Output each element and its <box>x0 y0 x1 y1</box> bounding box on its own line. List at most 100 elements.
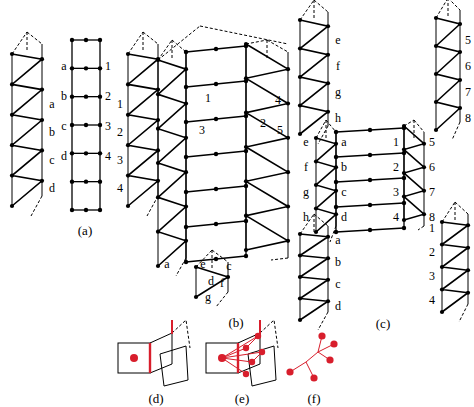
lattice-site <box>10 143 14 147</box>
lattice-site <box>98 208 102 212</box>
lattice-edge <box>424 132 425 226</box>
slanted-plaquette <box>248 346 276 386</box>
lattice-site <box>326 110 330 114</box>
dashed-edge <box>158 26 200 60</box>
lattice-edge <box>328 12 329 126</box>
lattice-site <box>126 143 130 147</box>
lattice-site <box>10 174 14 178</box>
slanted-plaquette <box>160 346 188 386</box>
site-label: 4 <box>393 211 399 223</box>
dashed-edge <box>436 0 448 18</box>
dashed-edge <box>300 0 314 20</box>
lattice-site <box>40 88 44 92</box>
lattice-site <box>214 82 218 86</box>
lattice-edge <box>328 226 329 312</box>
lattice-site <box>286 204 290 208</box>
lattice-site <box>298 296 302 300</box>
lattice-site <box>298 103 302 107</box>
lattice-site <box>422 189 426 193</box>
lattice-site <box>310 374 317 381</box>
panel-caption: (b) <box>228 316 243 329</box>
lattice-site <box>156 264 160 268</box>
lattice-site <box>84 123 88 127</box>
lattice-site <box>184 85 188 89</box>
lattice-edge <box>186 221 246 227</box>
lattice-site <box>156 127 160 131</box>
lattice-site <box>98 38 102 42</box>
site-label: 1 <box>205 92 211 104</box>
site-label: d <box>341 211 347 223</box>
lattice-site <box>318 332 325 339</box>
site-label: 6 <box>465 60 471 72</box>
lattice-site <box>434 72 438 76</box>
lattice-site <box>70 94 74 98</box>
lattice-site <box>298 275 302 279</box>
site-label: 1 <box>429 222 435 234</box>
lattice-site <box>70 66 74 70</box>
site-label: d <box>208 275 214 287</box>
lattice-site <box>98 123 102 127</box>
site-label: 3 <box>105 120 111 132</box>
zigzag-chain <box>246 44 288 250</box>
lattice-site <box>184 155 188 159</box>
lattice-site <box>326 81 330 85</box>
panel-caption: (a) <box>78 224 92 237</box>
lattice-edge <box>468 214 469 304</box>
lattice-site <box>244 111 248 115</box>
lattice-site <box>326 235 330 239</box>
lattice-site <box>458 50 462 54</box>
lattice-site <box>334 180 338 184</box>
lattice-edge <box>222 358 246 374</box>
lattice-site <box>226 275 230 279</box>
lattice-site <box>434 44 438 48</box>
lattice-site <box>440 287 444 291</box>
lattice-site <box>458 78 462 82</box>
slanted-plaquette <box>150 333 172 373</box>
lattice-site <box>466 246 470 250</box>
dashed-edge <box>314 214 328 226</box>
dashed-edge <box>267 40 268 58</box>
site-label: 4 <box>429 294 435 306</box>
lattice-edge <box>186 116 246 122</box>
lattice-site <box>422 142 426 146</box>
dashed-edge <box>326 120 336 132</box>
lattice-site <box>244 179 248 183</box>
lattice-edge <box>186 46 246 52</box>
dashed-edge <box>200 26 288 44</box>
lattice-site <box>286 67 290 71</box>
site-label: 3 <box>429 270 435 282</box>
lattice-site <box>298 75 302 79</box>
lattice-site <box>244 214 248 218</box>
dashed-edge <box>27 32 42 44</box>
zigzag-chain <box>300 234 328 320</box>
dashed-edge <box>314 0 328 12</box>
lattice-site <box>98 179 102 183</box>
lattice-site <box>314 183 318 187</box>
lattice-edge <box>336 203 404 207</box>
lattice-site <box>326 278 330 282</box>
lattice-site <box>466 268 470 272</box>
lattice-site <box>214 47 218 51</box>
site-label: 3 <box>393 186 399 198</box>
lattice-edge <box>128 54 129 206</box>
site-label: d <box>49 182 55 194</box>
lattice-site <box>440 310 444 314</box>
lattice-site <box>70 179 74 183</box>
lattice-site <box>10 82 14 86</box>
lattice-site <box>244 254 248 258</box>
lattice-site <box>10 113 14 117</box>
dashed-edge <box>314 0 315 18</box>
lattice-site <box>334 130 338 134</box>
lattice-site <box>126 174 130 178</box>
lattice-site <box>298 46 302 50</box>
lattice-site <box>156 195 160 199</box>
lattice-site <box>184 120 188 124</box>
dashed-edge <box>455 202 468 214</box>
site-label: 8 <box>465 112 471 124</box>
site-label: h <box>303 211 309 223</box>
dashed-edge <box>212 250 228 262</box>
lattice-site <box>298 253 302 257</box>
lattice-site <box>84 38 88 42</box>
lattice-site <box>440 265 444 269</box>
dashed-edge <box>418 226 424 230</box>
